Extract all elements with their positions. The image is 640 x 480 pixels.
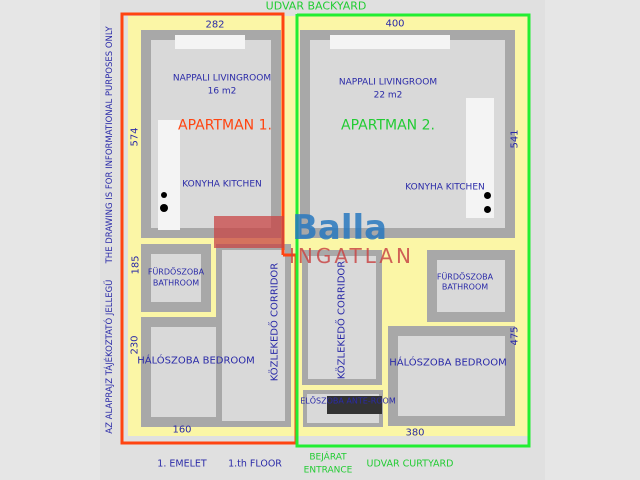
bath-label-hu-2: FÜRDŐSZOBA xyxy=(436,272,494,282)
dim-left-1: 574 xyxy=(129,127,141,147)
logo: Balla INGATLAN xyxy=(214,208,429,268)
dim-top-2: 400 xyxy=(385,18,405,30)
floor-label-en: 1.th FLOOR xyxy=(228,458,282,470)
dim-bath-1: 185 xyxy=(130,255,142,275)
kitchen-label-1: KONYHA KITCHEN xyxy=(182,179,262,190)
bath-label-en-1: BATHROOM xyxy=(152,278,200,288)
corridor-1 xyxy=(216,244,291,427)
dim-top-1: 282 xyxy=(205,19,225,31)
living-label-1: NAPPALI LIVINGROOM xyxy=(172,73,272,84)
stove-2 xyxy=(484,192,491,199)
bath-label-en-2: BATHROOM xyxy=(441,282,489,292)
living-area-2: 22 m2 xyxy=(373,90,403,101)
logo-house-icon xyxy=(214,216,284,248)
disclaimer-en: THE DRAWING IS FOR INFORMATIONAL PURPOSE… xyxy=(105,26,115,264)
anteroom-label: ELŐSZOBA ANTE-ROOM xyxy=(300,396,396,406)
living-area-1: 16 m2 xyxy=(207,86,237,97)
corridor-label-2: KÖZLEKEDŐ CORRIDOR xyxy=(336,260,348,380)
bathroom-1 xyxy=(141,244,211,312)
logo-sub: INGATLAN xyxy=(289,244,414,268)
stove-1 xyxy=(161,192,167,198)
bedroom-label-2: HÁLÓSZOBA BEDROOM xyxy=(389,357,507,369)
bath-label-hu-1: FÜRDŐSZOBA xyxy=(147,267,205,277)
disclaimer: AZ ALAPRAJZ TÁJÉKOZTATÓ JELLEGŰ THE DRAW… xyxy=(100,20,120,440)
dim-bed-1: 230 xyxy=(129,335,141,355)
logo-name: Balla xyxy=(292,208,388,248)
bedroom-2 xyxy=(388,326,515,426)
apartment-2-outline xyxy=(295,13,531,448)
window-2 xyxy=(330,35,450,49)
entrance-label-hu: BEJÁRAT xyxy=(309,452,347,463)
entrance-label-en: ENTRANCE xyxy=(303,465,353,476)
stairs xyxy=(327,396,382,414)
corridor-2 xyxy=(302,250,382,385)
corridor-label-1: KÖZLEKEDŐ CORRIDOR xyxy=(269,262,281,382)
kitchen-label-2: KONYHA KITCHEN xyxy=(405,182,485,193)
floor-label-hu: 1. EMELET xyxy=(157,458,207,470)
window-1 xyxy=(175,35,245,49)
bathroom-2 xyxy=(427,250,515,322)
dim-right-lower-2: 475 xyxy=(509,326,521,346)
dim-bottom-2: 380 xyxy=(405,427,425,439)
apartment-1-title: APARTMAN 1. xyxy=(178,117,272,134)
dim-right-2: 541 xyxy=(509,129,521,149)
apartment-2-title: APARTMAN 2. xyxy=(341,117,435,134)
living-label-2: NAPPALI LIVINGROOM xyxy=(338,77,438,88)
courtyard-label: UDVAR CURTYARD xyxy=(366,458,454,470)
disclaimer-hu: AZ ALAPRAJZ TÁJÉKOZTATÓ JELLEGŰ xyxy=(105,279,115,434)
backyard-label: UDVAR BACKYARD xyxy=(265,0,367,13)
kitchen-counter-1 xyxy=(158,120,180,230)
dim-bottom-1: 160 xyxy=(172,424,192,436)
bedroom-label-1: HÁLÓSZOBA BEDROOM xyxy=(137,355,255,367)
